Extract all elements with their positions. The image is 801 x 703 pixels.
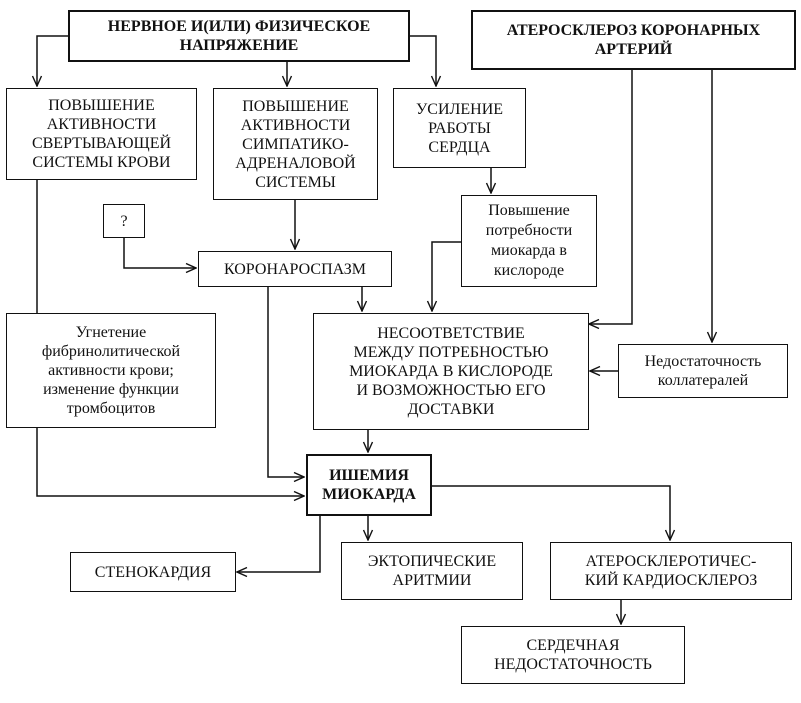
arrow-stress-to-heart-work: [410, 35, 436, 86]
node-ectopic-arrhythmias: ЭКТОПИЧЕСКИЕ АРИТМИИ: [341, 542, 523, 600]
node-supply-demand-mismatch: НЕСООТВЕТСТВИЕ МЕЖДУ ПОТРЕБНОСТЬЮ МИОКАР…: [313, 313, 589, 430]
arrow-ischemia-to-cardiosclerosis: [432, 485, 670, 540]
node-coronary-atherosclerosis: АТЕРОСКЛЕРОЗ КОРОНАРНЫХ АРТЕРИЙ: [471, 10, 796, 70]
node-angina: СТЕНОКАРДИЯ: [70, 552, 236, 592]
node-myocardial-ischemia: ИШЕМИЯ МИОКАРДА: [306, 454, 432, 516]
node-unknown-factor: ?: [103, 204, 145, 238]
node-fibrinolysis-inhibition: Угнетение фибринолитической активности к…: [6, 313, 216, 428]
arrow-demand-to-mismatch: [432, 241, 461, 311]
arrow-spasm-to-ischemia: [267, 287, 304, 477]
arrow-atherosclerosis-to-mismatch: [589, 70, 633, 324]
node-atherosclerotic-cardiosclerosis: АТЕРОСКЛЕРОТИЧЕС- КИЙ КАРДИОСКЛЕРОЗ: [550, 542, 792, 600]
arrow-unknown-to-spasm: [123, 238, 196, 268]
node-heart-work-increase: УСИЛЕНИЕ РАБОТЫ СЕРДЦА: [393, 88, 526, 168]
node-collateral-insufficiency: Недостаточность коллатералей: [618, 344, 788, 398]
node-coagulation-activity: ПОВЫШЕНИЕ АКТИВНОСТИ СВЕРТЫВАЮЩЕЙ СИСТЕМ…: [6, 88, 197, 180]
arrow-stress-to-coagulation: [37, 35, 68, 86]
arrow-ischemia-to-angina: [237, 516, 321, 572]
arrow-fibrinolysis-to-ischemia: [36, 428, 304, 496]
node-nervous-physical-stress: НЕРВНОЕ И(ИЛИ) ФИЗИЧЕСКОЕ НАПРЯЖЕНИЕ: [68, 10, 410, 62]
node-heart-failure: СЕРДЕЧНАЯ НЕДОСТАТОЧНОСТЬ: [461, 626, 685, 684]
node-coronary-spasm: КОРОНАРОСПАЗМ: [198, 251, 392, 287]
node-sympathoadrenal-activity: ПОВЫШЕНИЕ АКТИВНОСТИ СИМПАТИКО- АДРЕНАЛО…: [213, 88, 378, 200]
node-oxygen-demand-increase: Повышение потребности миокарда в кислоро…: [461, 195, 597, 287]
